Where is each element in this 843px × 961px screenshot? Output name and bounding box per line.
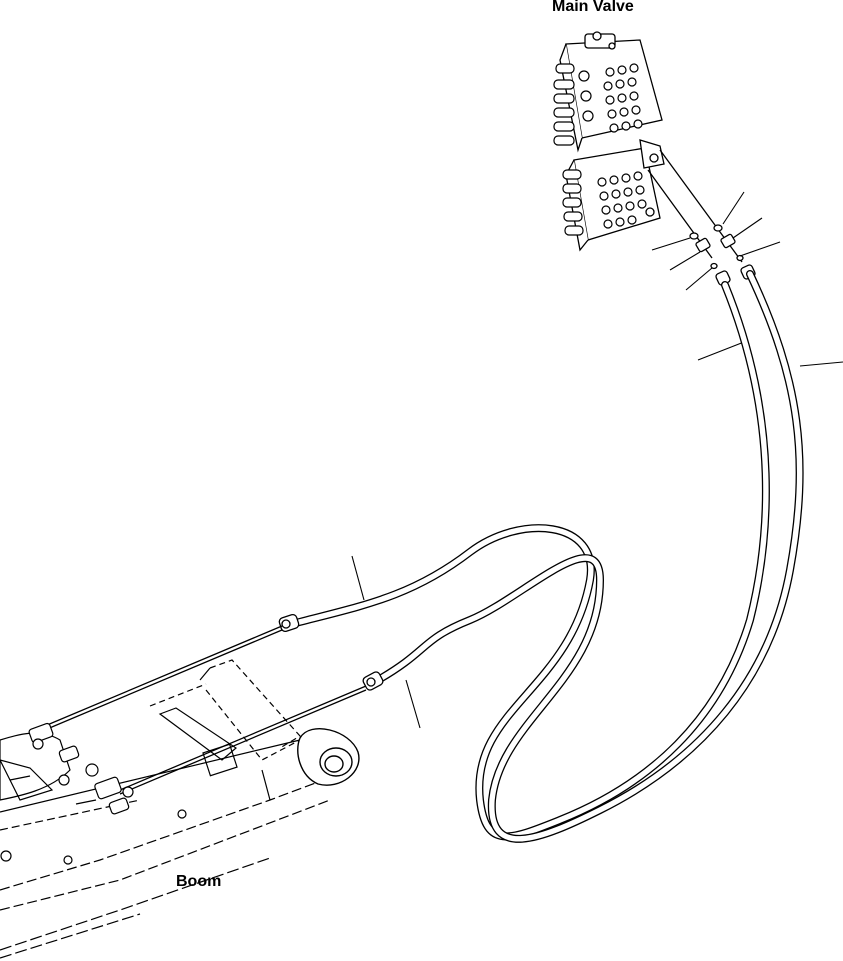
hose-a	[292, 285, 766, 836]
boom-pin-boss	[298, 729, 359, 785]
boom-structure	[0, 660, 350, 958]
boom-pipes	[40, 626, 366, 794]
main-valve-label: Main Valve	[552, 0, 634, 15]
valve-spools-upper	[554, 64, 642, 145]
hose-end-fittings	[278, 614, 384, 692]
valve-spools-lower	[563, 170, 646, 235]
leader-lines-valve	[352, 192, 843, 728]
valve-fittings	[648, 150, 756, 286]
hose-b	[378, 274, 800, 839]
boom-label: Boom	[176, 873, 222, 890]
boom-brackets-left	[0, 723, 186, 864]
